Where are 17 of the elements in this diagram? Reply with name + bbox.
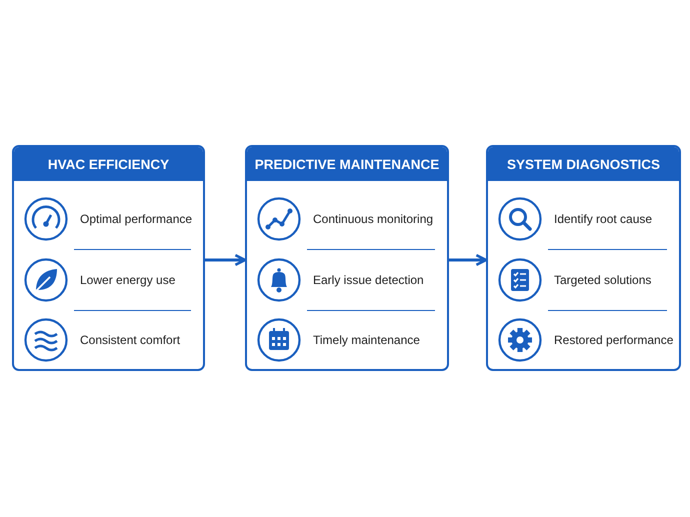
panel-card [12, 145, 205, 371]
panel-heading: HVAC EFFICIENCY [14, 147, 203, 181]
item-label: Restored performance [554, 332, 674, 348]
item-label: Identify root cause [554, 211, 652, 227]
item-label: Early issue detection [313, 272, 424, 288]
item-label: Consistent comfort [80, 332, 180, 348]
item-label: Timely maintenance [313, 332, 420, 348]
item-label: Lower energy use [80, 272, 176, 288]
panel-heading: PREDICTIVE MAINTENANCE [247, 147, 447, 181]
panel-card [245, 145, 449, 371]
arrow [205, 254, 246, 266]
panel-heading: SYSTEM DIAGNOSTICS [488, 147, 679, 181]
panel-card [486, 145, 681, 371]
arrow [449, 254, 488, 266]
item-label: Continuous monitoring [313, 211, 434, 227]
item-label: Optimal performance [80, 211, 192, 227]
item-label: Targeted solutions [554, 272, 652, 288]
